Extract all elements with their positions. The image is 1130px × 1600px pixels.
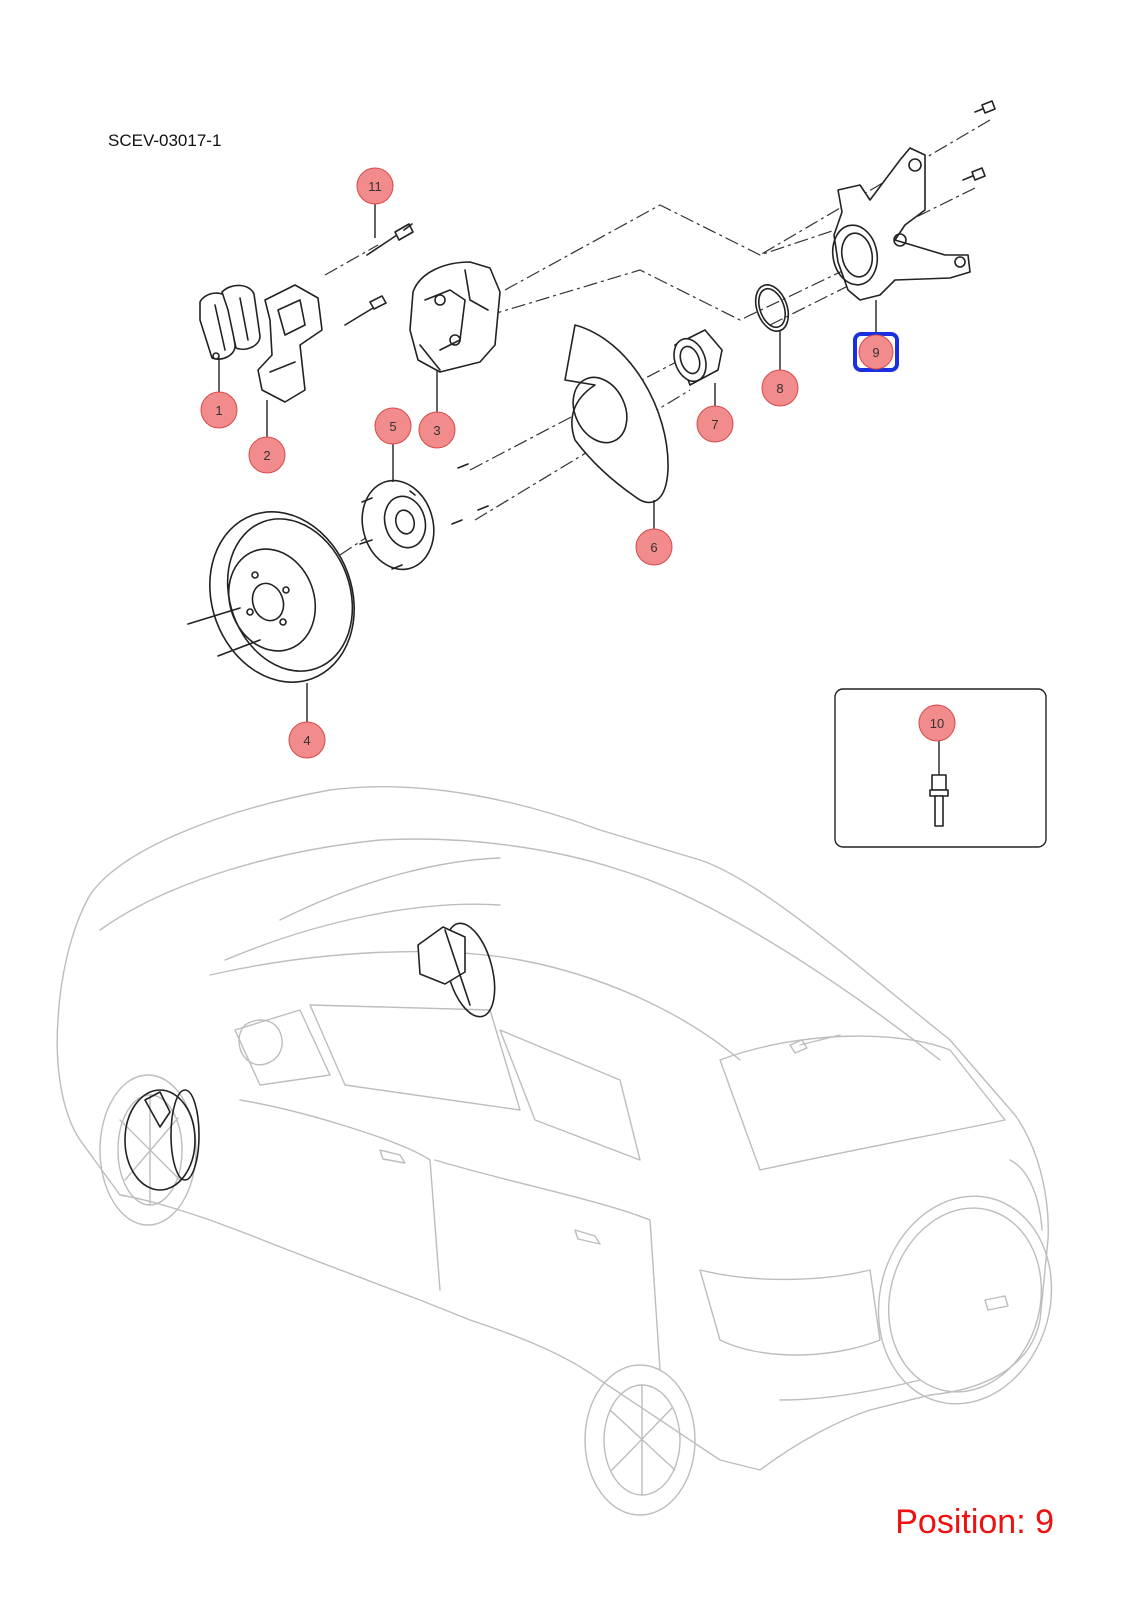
svg-text:7: 7 [711,417,718,432]
caliper-bracket-part[interactable] [257,284,387,403]
brake-caliper-part[interactable] [409,261,501,373]
svg-text:4: 4 [303,733,310,748]
callout-7[interactable]: 7 [696,405,734,443]
svg-text:1: 1 [215,403,222,418]
callout-11[interactable]: 11 [356,167,394,205]
inset-box [834,688,1047,848]
snap-ring-part[interactable] [750,280,795,335]
svg-text:5: 5 [389,419,396,434]
svg-text:6: 6 [650,540,657,555]
dust-shield-part[interactable] [451,324,669,525]
position-label: Position: 9 [895,1503,1054,1541]
callout-10[interactable]: 10 [918,704,956,742]
svg-text:11: 11 [368,179,382,194]
svg-text:3: 3 [433,423,440,438]
callout-2[interactable]: 2 [248,436,286,474]
car-brake-location-front [124,1089,200,1191]
leader-lines [218,200,940,775]
callout-3[interactable]: 3 [418,411,456,449]
callout-6[interactable]: 6 [635,528,673,566]
diagram-code: SCEV-03017-1 [108,131,222,150]
bolt-part[interactable] [929,774,949,827]
brake-disc-part[interactable] [186,491,377,702]
callout-9-selected[interactable]: 9 [853,332,899,372]
callout-1[interactable]: 1 [200,391,238,429]
callout-4[interactable]: 4 [288,721,326,759]
brake-pads-part[interactable] [199,284,261,360]
bleed-screw-part[interactable] [366,223,414,256]
wheel-hub-part[interactable] [353,472,444,577]
callout-8[interactable]: 8 [761,369,799,407]
callout-5[interactable]: 5 [374,407,412,445]
svg-text:2: 2 [263,448,270,463]
vehicle-illustration [56,785,1053,1516]
svg-text:10: 10 [930,716,944,731]
svg-text:8: 8 [776,381,783,396]
car-brake-location-rear [417,922,496,1018]
svg-text:9: 9 [872,345,879,360]
steering-knuckle-part[interactable] [828,100,996,301]
wheel-bearing-part[interactable] [668,329,723,386]
